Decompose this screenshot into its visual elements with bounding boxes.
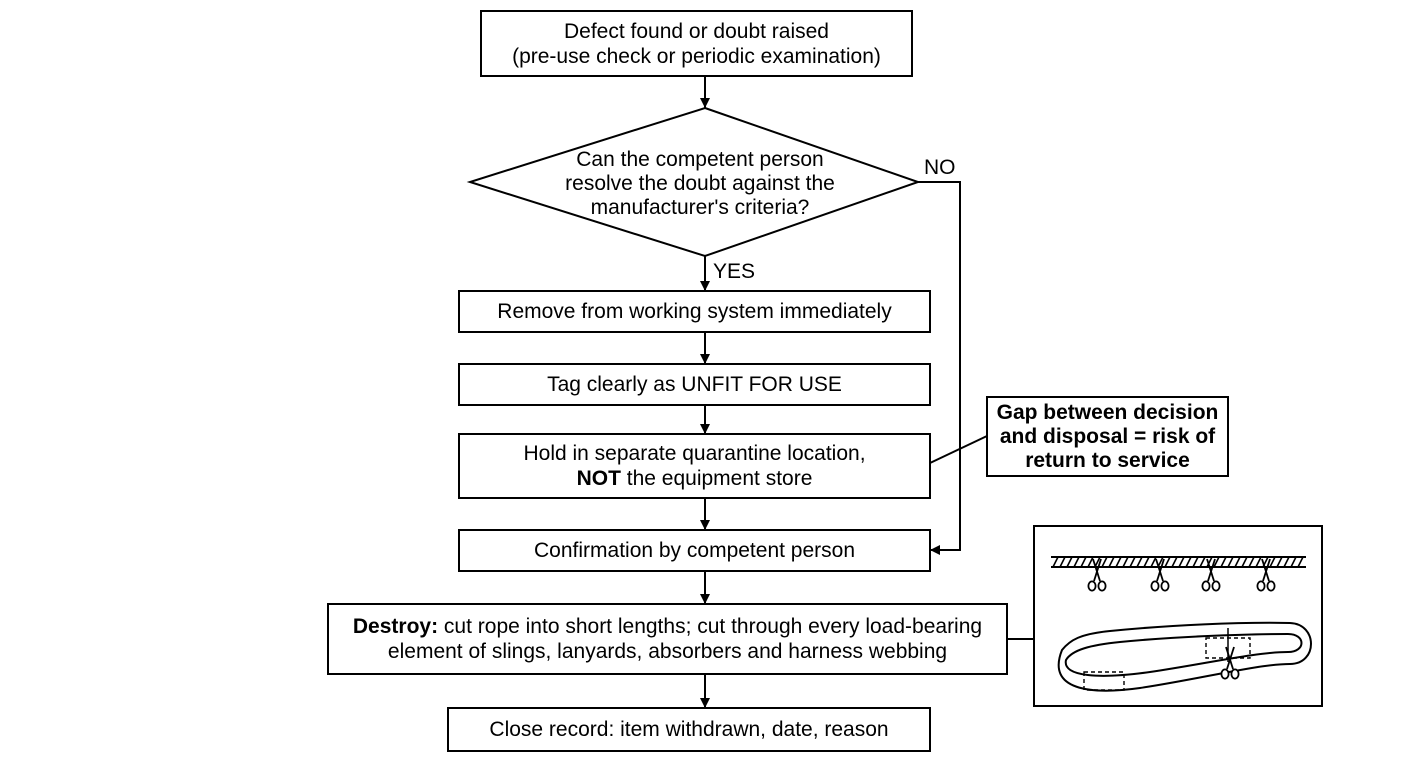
start-node-label: Defect found or doubt raised (pre-use ch… <box>481 11 912 76</box>
remove-node-label: Remove from working system immediately <box>459 291 930 332</box>
callout-line-1: Gap between decision <box>996 400 1219 424</box>
destroy-node-label: Destroy: cut rope into short lengths; cu… <box>328 604 1007 674</box>
destroy-bold-text: Destroy: <box>352 615 439 638</box>
tag-node-label: Tag clearly as UNFIT FOR USE <box>459 364 930 405</box>
decision-line-2: resolve the doubt against the <box>565 171 835 195</box>
arrow-no-path <box>918 181 961 555</box>
decision-node-label: Can the competent person resolve the dou… <box>520 146 880 221</box>
hold-node-label: Hold in separate quarantine location, NO… <box>459 434 930 498</box>
decision-line-3: manufacturer's criteria? <box>590 195 810 219</box>
destroy-line-1-rest: cut rope into short lengths; cut through… <box>438 615 983 638</box>
tag-text: Tag clearly as UNFIT FOR USE <box>547 373 842 396</box>
callout-line-3: return to service <box>1025 448 1190 472</box>
tag-box <box>458 363 931 406</box>
remove-text: Remove from working system immediately <box>497 300 892 323</box>
remove-box <box>458 290 931 333</box>
callout-box <box>986 396 1229 477</box>
destroy-line-2: element of slings, lanyards, absorbers a… <box>387 640 948 663</box>
hold-line-2: NOT the equipment store <box>577 466 813 491</box>
start-line-1: Defect found or doubt raised <box>563 19 829 43</box>
hold-rest-text: the equipment store <box>620 467 813 490</box>
callout-line-2: and disposal = risk of <box>999 424 1216 448</box>
hold-box <box>458 433 931 499</box>
close-text: Close record: item withdrawn, date, reas… <box>489 718 889 741</box>
decision-line-1: Can the competent person <box>576 147 824 171</box>
close-box <box>447 707 931 752</box>
callout-leader <box>929 435 988 464</box>
yes-label: YES <box>713 260 756 283</box>
start-box <box>480 10 913 77</box>
close-node-label: Close record: item withdrawn, date, reas… <box>448 708 930 751</box>
no-label: NO <box>924 156 956 179</box>
confirm-node-label: Confirmation by competent person <box>459 530 930 571</box>
start-line-2: (pre-use check or periodic examination) <box>512 44 881 68</box>
confirm-text: Confirmation by competent person <box>534 539 855 562</box>
sling-with-scissors-icon <box>1057 621 1312 692</box>
destroy-box <box>327 603 1008 675</box>
hold-line-1: Hold in separate quarantine location, <box>523 442 866 465</box>
hold-bold-text: NOT <box>576 467 621 490</box>
destroy-line-1: Destroy: cut rope into short lengths; cu… <box>353 614 982 639</box>
callout-note: Gap between decision and disposal = risk… <box>987 397 1228 476</box>
rope-with-scissors-icon <box>1051 556 1306 592</box>
